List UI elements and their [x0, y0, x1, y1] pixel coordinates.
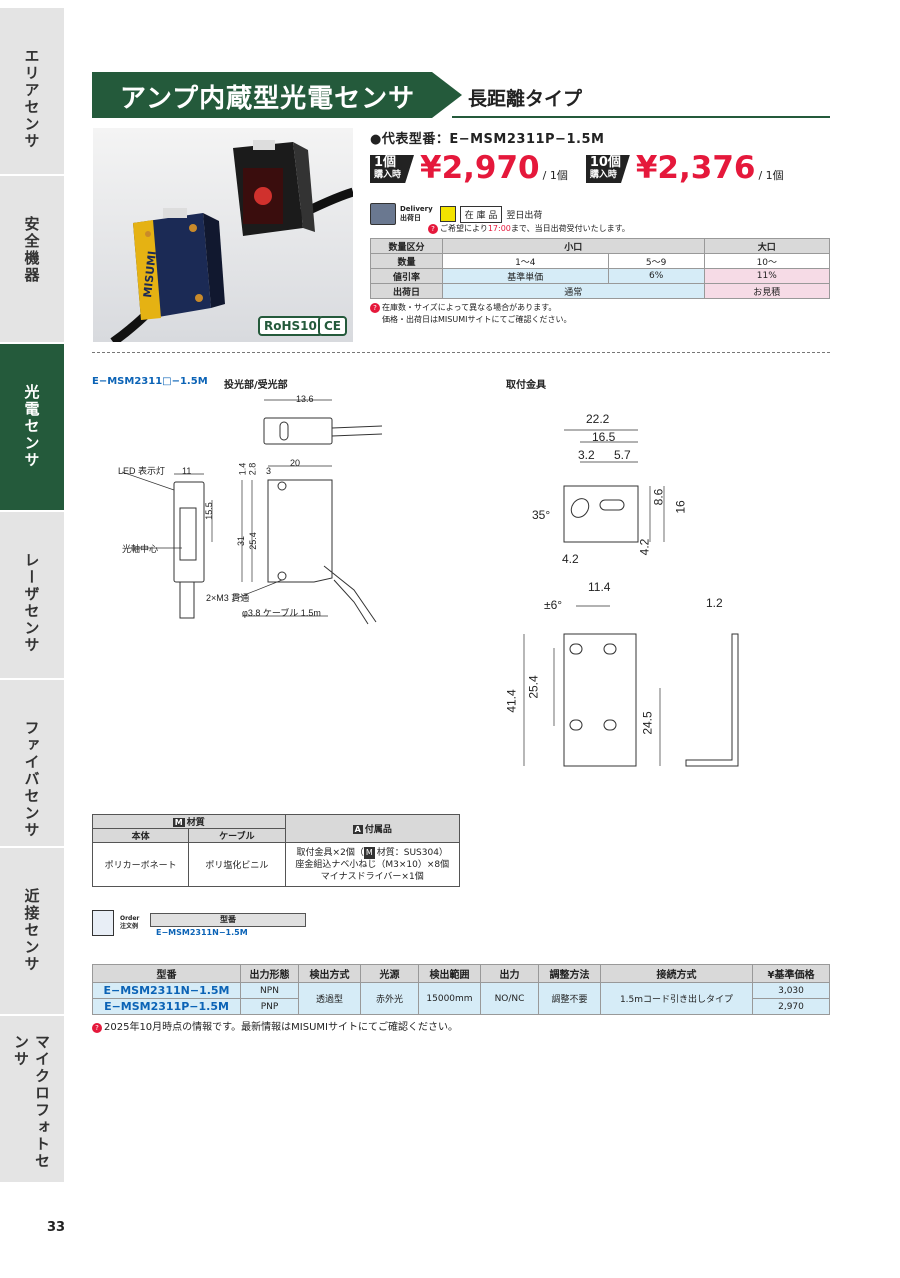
- page-title: アンプ内蔵型光電センサ: [120, 84, 416, 114]
- footnote: ?2025年10月時点の情報です。最新情報はMISUMIサイトにてご確認ください…: [92, 1018, 458, 1033]
- side-tab-label: 近接センサ: [22, 888, 41, 973]
- accessory-icon: A: [352, 825, 363, 834]
- pricing-notes: ?在庫数・サイズによって異なる場合があります。 価格・出荷日はMISUMIサイト…: [370, 302, 830, 326]
- header-banner: アンプ内蔵型光電センサ 長距離タイプ: [92, 72, 830, 118]
- side-tab-proximity[interactable]: 近接センサ: [0, 848, 64, 1016]
- bracket-dim-4-2-b: 4.2: [637, 538, 652, 556]
- side-tab-label: レーザセンサ: [22, 552, 41, 654]
- side-tab-label: 光電センサ: [22, 384, 41, 469]
- side-tab-photoelectric[interactable]: 光電センサ: [0, 344, 64, 512]
- dim-31: 31: [236, 535, 247, 547]
- side-tab-label: マイクロフォトセンサ: [12, 1034, 51, 1170]
- side-tab-laser[interactable]: レーザセンサ: [0, 512, 64, 680]
- optical-axis-label: 光軸中心: [122, 544, 159, 554]
- mount-hole-label: 2×M3 貫通: [206, 593, 250, 603]
- dim-1-4: 1.4: [237, 462, 248, 476]
- info-icon: ?: [370, 303, 380, 313]
- bracket-dim-16-5: 16.5: [592, 430, 616, 444]
- cable-material: ポリ塩化ビニル: [188, 842, 286, 887]
- dim-2-8: 2.8: [247, 462, 258, 476]
- material-icon: M: [363, 846, 375, 859]
- quantity-discount-table: 数量区分 小口 大口 数量 1〜4 5〜9 10〜 値引率 基準単価 6% 11…: [370, 238, 831, 299]
- price-unit-1: / 1個: [542, 169, 568, 182]
- led-label: LED 表示灯: [118, 466, 166, 476]
- stock-tag: 在 庫 品: [459, 205, 503, 223]
- ce-badge: CE: [318, 316, 348, 336]
- dim-side-width: 20: [290, 458, 301, 468]
- bracket-dim-11-4: 11.4: [588, 580, 611, 594]
- cart-icon: [92, 910, 114, 936]
- bracket-dim-tilt: ±6°: [544, 598, 563, 612]
- spec-table: 型番 出力形態 検出方式 光源 検出範囲 出力 調整方法 接続方式 ¥基準価格 …: [92, 964, 830, 1015]
- box-icon: [439, 206, 456, 222]
- bracket-dim-41-4: 41.4: [504, 689, 519, 713]
- drawing-part-label: 投光部/受光部: [224, 380, 288, 391]
- ship-label: 翌日出荷: [506, 210, 543, 221]
- price-10: ¥2,376: [635, 150, 756, 186]
- material-icon: M: [172, 818, 185, 827]
- side-tab-area-sensor[interactable]: エリアセンサ: [0, 8, 64, 176]
- bracket-dim-24-5: 24.5: [640, 711, 655, 735]
- side-tab-label: ファイバセンサ: [22, 720, 41, 839]
- info-icon: ?: [428, 224, 438, 234]
- bracket-dim-25-4: 25.4: [526, 675, 541, 699]
- price-1: ¥2,970: [420, 150, 540, 186]
- cable-header: ケーブル: [188, 828, 286, 843]
- section-divider: [92, 352, 830, 353]
- bracket-dim-1-2: 1.2: [706, 596, 723, 610]
- bracket-dim-8-6: 8.6: [651, 488, 666, 506]
- drawing-model: E−MSM2311□−1.5M: [92, 376, 208, 387]
- bracket-dim-22-2: 22.2: [586, 412, 610, 426]
- spec-header-row: 型番 出力形態 検出方式 光源 検出範囲 出力 調整方法 接続方式 ¥基準価格: [92, 964, 830, 983]
- order-example-value: E−MSM2311N−1.5M: [156, 928, 248, 937]
- sensor-drawing: [121, 399, 383, 625]
- qty-tag-1: 1個購入時: [370, 155, 414, 183]
- rohs-badge: RoHS10: [258, 316, 323, 336]
- price-row: 1個購入時 ¥2,970 / 1個 10個購入時 ¥2,376 / 1個: [370, 150, 830, 186]
- photo-brand: MISUMI: [141, 250, 159, 298]
- representative-model: ●代表型番：E−MSM2311P−1.5M: [370, 132, 605, 147]
- dim-15-5: 15.5: [203, 502, 214, 520]
- page-subtitle: 長距離タイプ: [468, 88, 583, 110]
- product-photo: MISUMI: [93, 128, 353, 342]
- info-icon: ?: [92, 1023, 102, 1033]
- body-header: 本体: [91, 828, 190, 843]
- table-row: E−MSM2311N−1.5M NPN 透過型 赤外光 15000mm NO/N…: [92, 982, 830, 1015]
- side-tab-label: 安全機器: [22, 216, 41, 284]
- order-column: 型番: [150, 913, 306, 927]
- delivery-note: ?ご希望により17:00まで、当日出荷受付いたします。: [428, 223, 830, 234]
- side-tab-microphoto[interactable]: マイクロフォトセンサ: [0, 1016, 64, 1184]
- bracket-drawing: [523, 429, 739, 767]
- price-area: ●代表型番：E−MSM2311P−1.5M 1個購入時 ¥2,970 / 1個 …: [370, 128, 831, 326]
- side-tab-fiber[interactable]: ファイバセンサ: [0, 680, 64, 848]
- table-row: E−MSM2311P−1.5M PNP 2,970: [92, 998, 830, 1015]
- bracket-dim-4-2-a: 4.2: [562, 552, 579, 566]
- body-material: ポリカーボネート: [91, 842, 190, 887]
- dim-3: 3: [266, 466, 272, 476]
- dim-25-4: 25.4: [247, 532, 258, 550]
- bracket-dim-16: 16: [673, 500, 688, 514]
- side-tab-label: エリアセンサ: [22, 48, 41, 150]
- price-unit-10: / 1個: [758, 169, 784, 182]
- bracket-title: 取付金具: [506, 380, 546, 391]
- dim-top-width: 13.6: [296, 394, 314, 404]
- qty-tag-10: 10個購入時: [585, 155, 630, 183]
- truck-icon: [370, 203, 396, 225]
- page-number: 33: [47, 1220, 66, 1235]
- cable-label: φ3.8 ケーブル 1.5m: [242, 608, 321, 618]
- bracket-dim-angle: 35°: [532, 508, 551, 522]
- bracket-dim-5-7: 5.7: [614, 448, 631, 462]
- bracket-dim-3-2: 3.2: [578, 448, 595, 462]
- dim-front-width: 11: [182, 466, 192, 476]
- side-tab-safety[interactable]: 安全機器: [0, 176, 64, 344]
